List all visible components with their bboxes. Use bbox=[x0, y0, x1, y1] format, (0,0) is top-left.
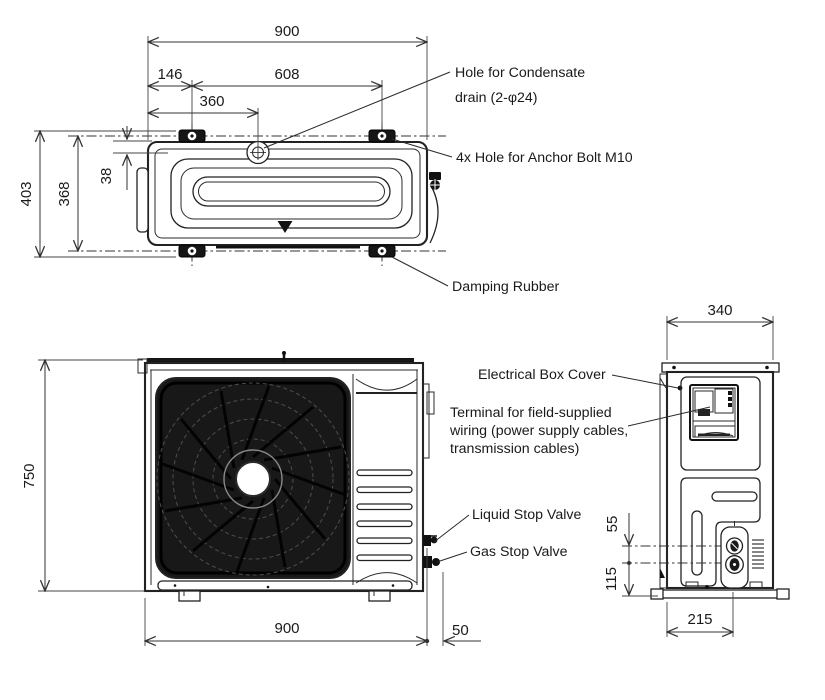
dim-valve-gap: 55 bbox=[604, 513, 629, 545]
top-body-inner-outline bbox=[154, 148, 421, 239]
side-base-rail bbox=[650, 588, 790, 600]
dim-left-to-bolt-value: 146 bbox=[157, 66, 182, 83]
electrical-box-label: Electrical Box Cover bbox=[478, 367, 606, 383]
dim-gas-valve-height: 115 bbox=[603, 546, 631, 595]
dim-side-depth-value: 340 bbox=[707, 302, 732, 319]
side-view: 340 55 115 215 bbox=[603, 302, 790, 637]
terminal-label-line2: wiring (power supply cables, bbox=[449, 423, 628, 439]
anchor-foot-bottom-left bbox=[178, 244, 206, 258]
right-side-plate bbox=[429, 183, 439, 244]
side-lower-panel bbox=[680, 477, 761, 587]
callouts: Hole for Condensate drain (2-φ24) 4x Hol… bbox=[263, 65, 711, 563]
panel-slot-horizontal bbox=[711, 491, 758, 502]
dim-drain-from-edge-value: 38 bbox=[98, 168, 115, 185]
anchor-foot-bottom-right bbox=[368, 244, 396, 258]
top-plate-grooves bbox=[170, 158, 413, 229]
terminal-label-line1: Terminal for field-supplied bbox=[450, 405, 612, 421]
front-top-cap bbox=[147, 358, 414, 364]
terminal-connector bbox=[698, 409, 710, 416]
front-service-panel bbox=[352, 374, 418, 585]
liquid-valve-label: Liquid Stop Valve bbox=[472, 507, 581, 523]
gas-valve-side bbox=[725, 555, 744, 574]
dim-overall-depth: 403 bbox=[18, 131, 40, 257]
anchor-bolt-leader bbox=[391, 138, 453, 158]
dim-valve-gap-value: 55 bbox=[604, 516, 621, 533]
vent-hatch-lines bbox=[752, 539, 764, 569]
condensate-leader bbox=[263, 71, 451, 149]
electrical-box-leader bbox=[611, 374, 679, 389]
liquid-stop-valve bbox=[423, 535, 438, 546]
top-body-outline bbox=[146, 140, 429, 247]
side-handle-knob bbox=[426, 391, 435, 415]
dim-bolt-span-value: 608 bbox=[274, 66, 299, 83]
gas-valve-leader bbox=[436, 551, 468, 563]
drain-port-right bbox=[749, 581, 763, 589]
dim-drain-from-left: 360 bbox=[148, 93, 258, 113]
dim-overall-depth-value: 403 bbox=[18, 181, 35, 206]
dim-foot-pitch-value: 215 bbox=[687, 611, 712, 628]
dim-valve-offset: 50 bbox=[424, 622, 481, 643]
terminal-leader bbox=[627, 406, 711, 427]
condensate-label-line1: Hole for Condensate bbox=[455, 65, 585, 81]
side-handle-edge bbox=[422, 383, 430, 459]
fan-grille bbox=[155, 377, 351, 579]
airflow-triangle-mark bbox=[277, 221, 293, 233]
electrical-box-cover-dot bbox=[677, 385, 683, 391]
drain-port-left bbox=[685, 581, 699, 589]
dim-valve-offset-value: 50 bbox=[452, 622, 469, 639]
condensate-drain-hole bbox=[246, 140, 270, 165]
terminal-label-line3: transmission cables) bbox=[450, 441, 579, 457]
dim-left-to-bolt: 146 bbox=[148, 66, 192, 86]
dim-front-height: 750 bbox=[21, 360, 45, 591]
front-base-rail bbox=[157, 580, 413, 591]
dim-top-width-value: 900 bbox=[274, 23, 299, 40]
dim-front-width-value: 900 bbox=[274, 620, 299, 637]
electrical-box-tray bbox=[694, 425, 736, 438]
front-foot-left bbox=[178, 590, 201, 602]
dim-foot-pitch: 215 bbox=[667, 611, 733, 632]
dim-top-width: 900 bbox=[148, 23, 427, 42]
top-view: 900 146 608 360 403 368 38 bbox=[18, 23, 446, 266]
anchor-bolt-label: 4x Hole for Anchor Bolt M10 bbox=[456, 150, 633, 166]
dim-bolt-row-depth: 368 bbox=[56, 136, 78, 251]
dim-bolt-span: 608 bbox=[192, 66, 382, 86]
anchor-foot-top-right bbox=[368, 129, 396, 143]
terminal-block-right bbox=[714, 388, 734, 414]
gas-stop-valve bbox=[423, 556, 440, 568]
stop-valve-top-view bbox=[429, 172, 442, 191]
dim-side-depth: 340 bbox=[667, 302, 773, 322]
liquid-valve-leader bbox=[433, 514, 470, 543]
dim-drain-from-left-value: 360 bbox=[199, 93, 224, 110]
front-foot-right bbox=[368, 590, 391, 602]
gas-valve-label: Gas Stop Valve bbox=[470, 544, 568, 560]
electrical-box bbox=[689, 384, 739, 441]
condensate-label-line2: drain (2-φ24) bbox=[455, 90, 538, 106]
dim-front-height-value: 750 bbox=[21, 463, 38, 488]
damping-rubber-leader bbox=[391, 256, 449, 287]
damping-rubber-label: Damping Rubber bbox=[452, 279, 560, 295]
side-front-edge-strip bbox=[659, 373, 668, 589]
dim-front-width: 900 bbox=[145, 620, 427, 641]
fan-hub-ring bbox=[223, 449, 283, 509]
front-view: 750 900 50 bbox=[21, 351, 481, 646]
left-side-plate bbox=[136, 167, 149, 233]
fan-grille-rings bbox=[156, 382, 350, 576]
front-body-outline bbox=[143, 361, 425, 593]
panel-slot-vertical bbox=[691, 510, 703, 576]
side-top-cap bbox=[661, 362, 780, 373]
anchor-foot-top-left bbox=[178, 129, 206, 143]
panel-louvers bbox=[356, 469, 413, 562]
fan-hub bbox=[235, 461, 271, 497]
dim-gas-valve-height-value: 115 bbox=[603, 567, 620, 591]
side-upper-panel bbox=[680, 376, 761, 471]
stop-valve-assembly-side bbox=[720, 521, 749, 589]
fan-blade-streaks bbox=[159, 385, 347, 573]
dim-drain-from-edge: 38 bbox=[98, 126, 127, 190]
liquid-valve-side bbox=[725, 537, 744, 555]
dim-bolt-row-depth-value: 368 bbox=[56, 181, 73, 206]
